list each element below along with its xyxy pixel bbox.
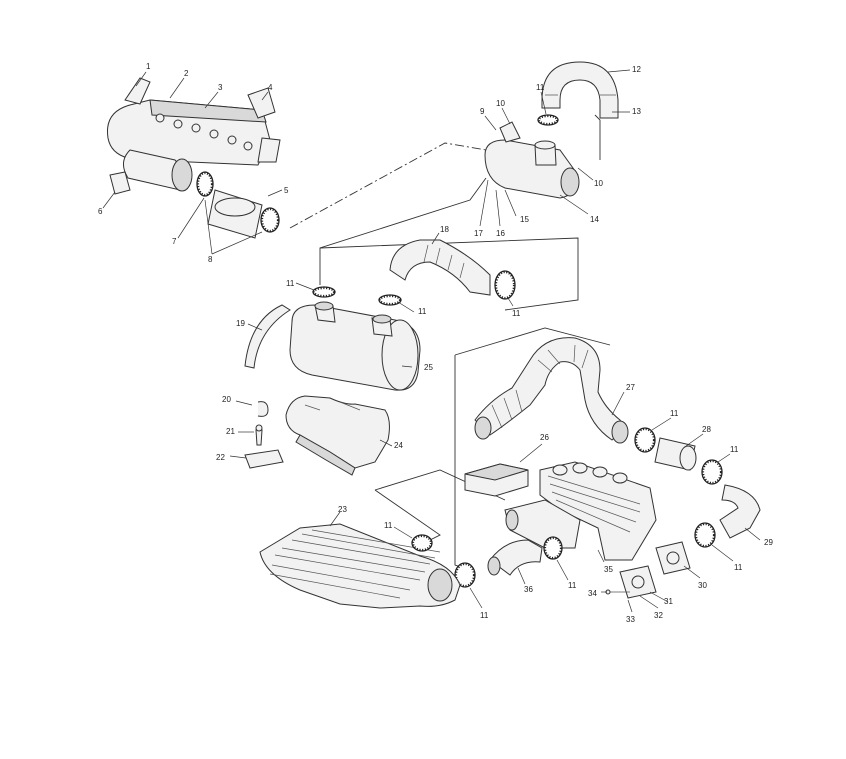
callout-label: 24 [394, 441, 403, 450]
exhaust-manifold-35 [504, 461, 657, 561]
callout-label: 3 [218, 83, 223, 92]
callout-label: 6 [98, 207, 103, 216]
callout-label: 13 [632, 107, 641, 116]
callout-label: 11 [536, 83, 545, 92]
support-bracket-and-hardware [244, 395, 390, 476]
callout-label: 11 [286, 279, 295, 288]
callout-label: 11 [384, 521, 393, 530]
callout-label: 9 [480, 107, 485, 116]
callout-leaders [102, 69, 761, 613]
callout-label: 27 [626, 383, 635, 392]
callout-label: 11 [670, 409, 679, 418]
callout-label: 10 [496, 99, 505, 108]
callout-label: 11 [730, 445, 739, 454]
callout-label: 17 [474, 229, 483, 238]
callout-label: 8 [208, 255, 213, 264]
callout-label: 18 [440, 225, 449, 234]
callout-label: 25 [424, 363, 433, 372]
callout-label: 19 [236, 319, 245, 328]
callout-label: 21 [226, 427, 235, 436]
callout-label: 5 [284, 186, 289, 195]
callout-label: 11 [512, 309, 521, 318]
callout-label: 20 [222, 395, 231, 404]
callout-label: 31 [664, 597, 673, 606]
callout-labels: 1 2 3 4 5 6 7 8 9 10 10 11 12 13 14 15 1… [98, 62, 773, 624]
callout-label: 1 [146, 62, 151, 71]
riser-assembly [484, 61, 619, 199]
callout-label: 15 [520, 215, 529, 224]
callout-label: 29 [764, 538, 773, 547]
callout-label: 7 [172, 237, 177, 246]
callout-label: 28 [702, 425, 711, 434]
callout-label: 26 [540, 433, 549, 442]
callout-label: 34 [588, 589, 597, 598]
callout-label: 23 [338, 505, 347, 514]
callout-label: 30 [698, 581, 707, 590]
hose-and-muffler [244, 239, 516, 391]
callout-label: 14 [590, 215, 599, 224]
callout-label: 2 [184, 69, 189, 78]
callout-label: 33 [626, 615, 635, 624]
callout-label: 11 [480, 611, 489, 620]
callout-label: 10 [594, 179, 603, 188]
callout-label: 4 [268, 83, 273, 92]
exhaust-manifold-assembly [106, 77, 281, 239]
hose-27-sleeve-28-elbow-29 [474, 337, 761, 548]
callout-label: 35 [604, 565, 613, 574]
callout-label: 12 [632, 65, 641, 74]
callout-label: 32 [654, 611, 663, 620]
callout-label: 22 [216, 453, 225, 462]
callout-label: 11 [418, 307, 427, 316]
tuned-pipe-23 [259, 523, 461, 609]
hose-36 [454, 539, 543, 588]
assembly-connector-lines [289, 114, 611, 571]
callout-label: 36 [524, 585, 533, 594]
block-26 [464, 463, 529, 497]
gaskets-and-fasteners [605, 541, 691, 599]
callout-label: 11 [734, 563, 743, 572]
callout-label: 11 [568, 581, 577, 590]
callout-label: 16 [496, 229, 505, 238]
